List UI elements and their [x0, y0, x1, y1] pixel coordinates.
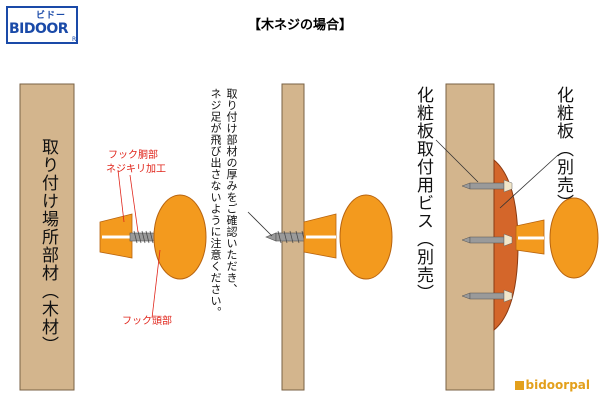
logo-main: BIDOOR	[9, 21, 69, 37]
cosmetic-screw-top	[461, 179, 513, 193]
wood-board-left	[19, 83, 75, 391]
hook-head-left	[153, 194, 207, 280]
bidoor-logo: ビドー BIDOOR R	[6, 6, 78, 46]
leader-hook-head	[151, 249, 161, 319]
leader-screw-thread	[129, 174, 139, 233]
brand-icon	[514, 381, 524, 390]
leader-note	[247, 211, 273, 237]
cosmetic-screw-bottom	[461, 289, 513, 303]
page-title: 【木ネジの場合】	[247, 18, 352, 33]
hook-head-middle	[339, 194, 393, 280]
hook-head-right	[549, 197, 599, 279]
leader-cosmetic-board	[499, 154, 559, 209]
note-line-2: ネジ足が飛び出さないように注意ください。	[209, 88, 222, 318]
label-hook-head: フック頭部	[122, 316, 172, 327]
leader-hook-body	[117, 169, 125, 223]
leader-cosmetic-screw	[435, 139, 479, 183]
logo-kana: ビドー	[36, 11, 67, 21]
note-line-1: 取り付け部材の厚みをご確認いただき、	[225, 88, 238, 295]
logo-registered-mark: R	[72, 36, 77, 43]
logo-frame	[6, 6, 78, 44]
cosmetic-screw-middle	[461, 233, 513, 247]
label-cosmetic-board: 化粧板（別売）	[553, 86, 573, 212]
label-hook-body: フック胴部	[108, 150, 158, 161]
brand-footer: bidoorpal	[514, 378, 591, 392]
label-mounting-surface: 取り付け場所部材（木材）	[38, 138, 58, 354]
brand-name: bidoorpal	[525, 378, 591, 392]
label-screw-thread: ネジキリ加工	[106, 164, 166, 175]
screw-tip-middle	[265, 232, 277, 242]
label-cosmetic-screw: 化粧板取付用ビス（別売）	[413, 86, 433, 302]
